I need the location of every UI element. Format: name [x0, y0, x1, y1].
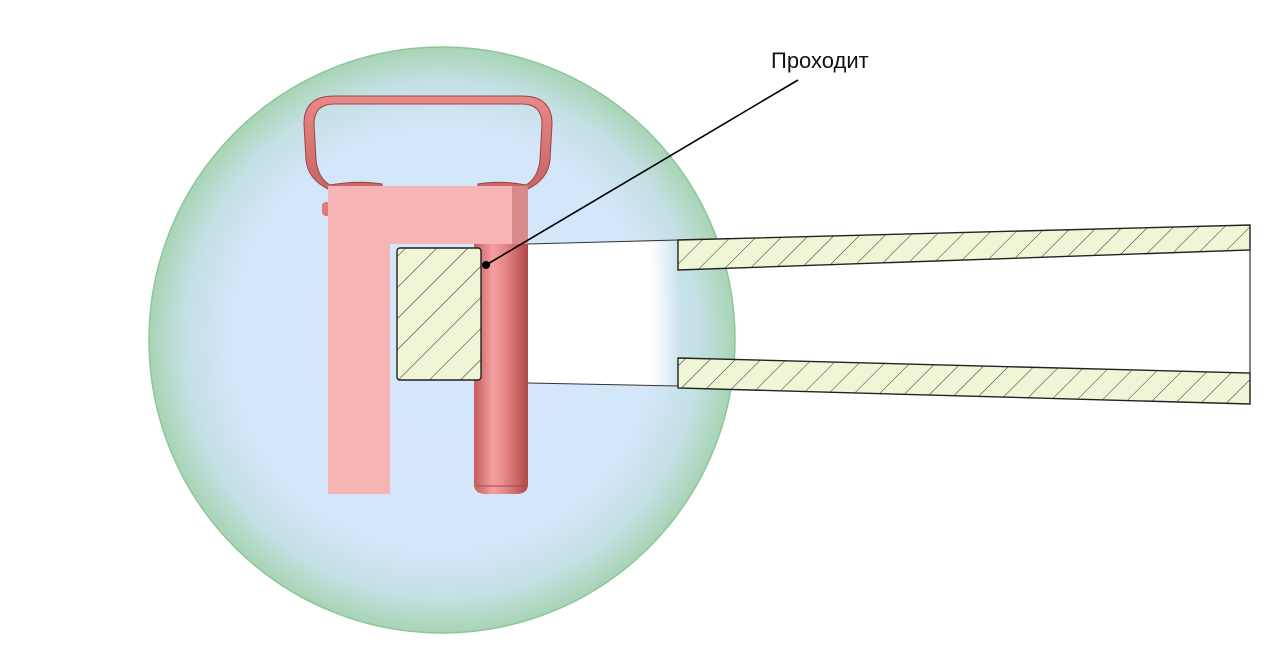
tube-upper-edge — [527, 239, 679, 245]
pin-body — [328, 186, 528, 494]
leader-line — [485, 79, 799, 266]
hatched-block-section — [396, 247, 482, 381]
tube-upper-wall — [677, 224, 1251, 271]
dot-icon — [482, 261, 490, 269]
tube-lower-edge — [527, 382, 679, 387]
tube-bore — [528, 241, 680, 386]
annotation-label: Проходит — [771, 48, 869, 73]
pin-rod — [474, 244, 528, 494]
tube-lower-wall — [677, 357, 1251, 405]
